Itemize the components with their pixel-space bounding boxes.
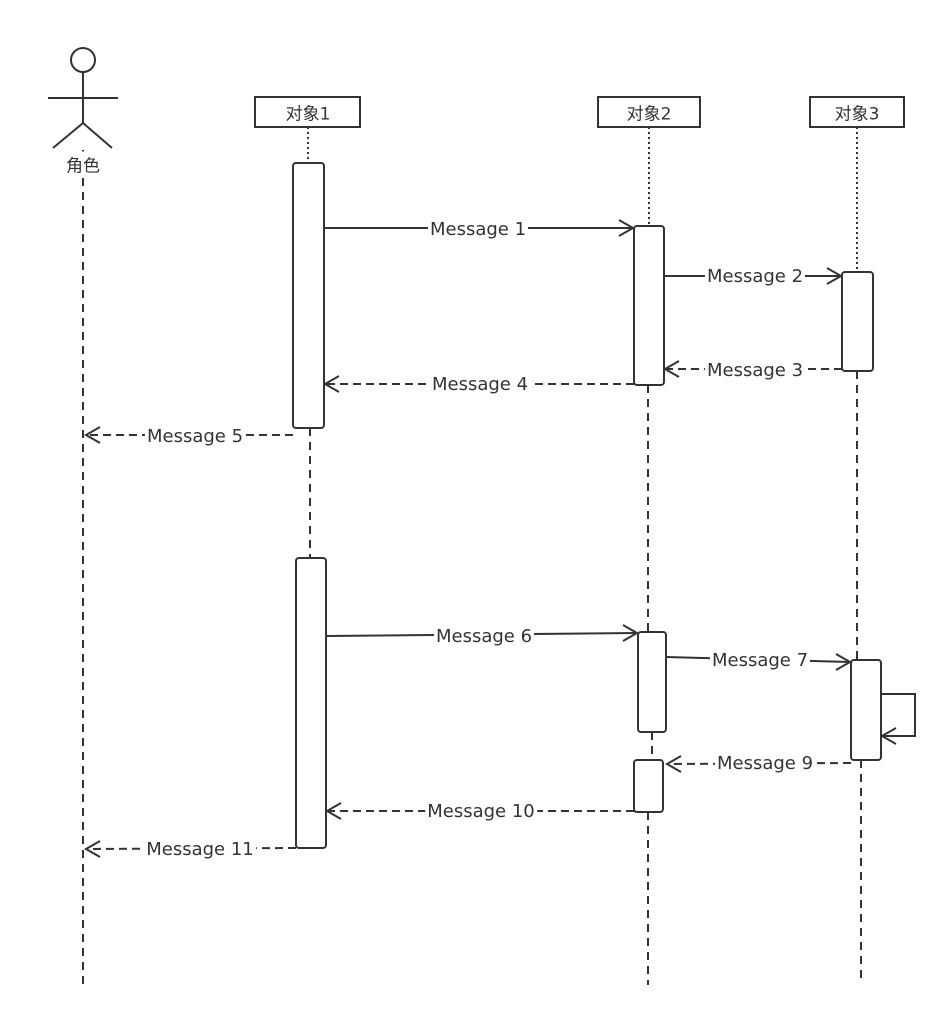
self-message-arrow [879,693,916,745]
activation-bar [295,557,327,849]
message-label-1: Message 1 [427,219,529,240]
object-label-2: 对象2 [626,104,672,125]
message-arrow-5 [83,426,293,444]
actor-figure [48,47,118,149]
message-label-7: Message 7 [709,650,811,671]
message-arrow-4 [322,375,634,393]
activation-bar [633,759,664,813]
message-arrow-10 [324,802,634,820]
object-label-3: 对象3 [834,104,880,125]
lifeline-1 [307,127,311,558]
object-label-1: 对象1 [285,104,331,125]
message-label-9: Message 9 [714,753,816,774]
activation-bar [292,162,325,429]
object-box-2 [597,96,701,128]
activation-bar [637,631,667,733]
lifeline-2 [647,127,653,985]
message-label-6: Message 6 [433,626,535,647]
message-label-5: Message 5 [144,426,246,447]
message-label-2: Message 2 [704,266,806,287]
message-label-10: Message 10 [425,801,537,822]
message-arrow-3 [662,360,842,378]
actor-label: 角色 [66,151,100,177]
object-box-1 [254,96,361,128]
activation-bar [850,659,882,761]
activation-bar [841,271,874,372]
lifeline-3 [856,127,862,980]
activation-bar [633,225,665,386]
message-label-4: Message 4 [429,374,531,395]
message-label-3: Message 3 [704,360,806,381]
message-label-11: Message 11 [144,839,256,860]
object-box-3 [809,96,905,128]
